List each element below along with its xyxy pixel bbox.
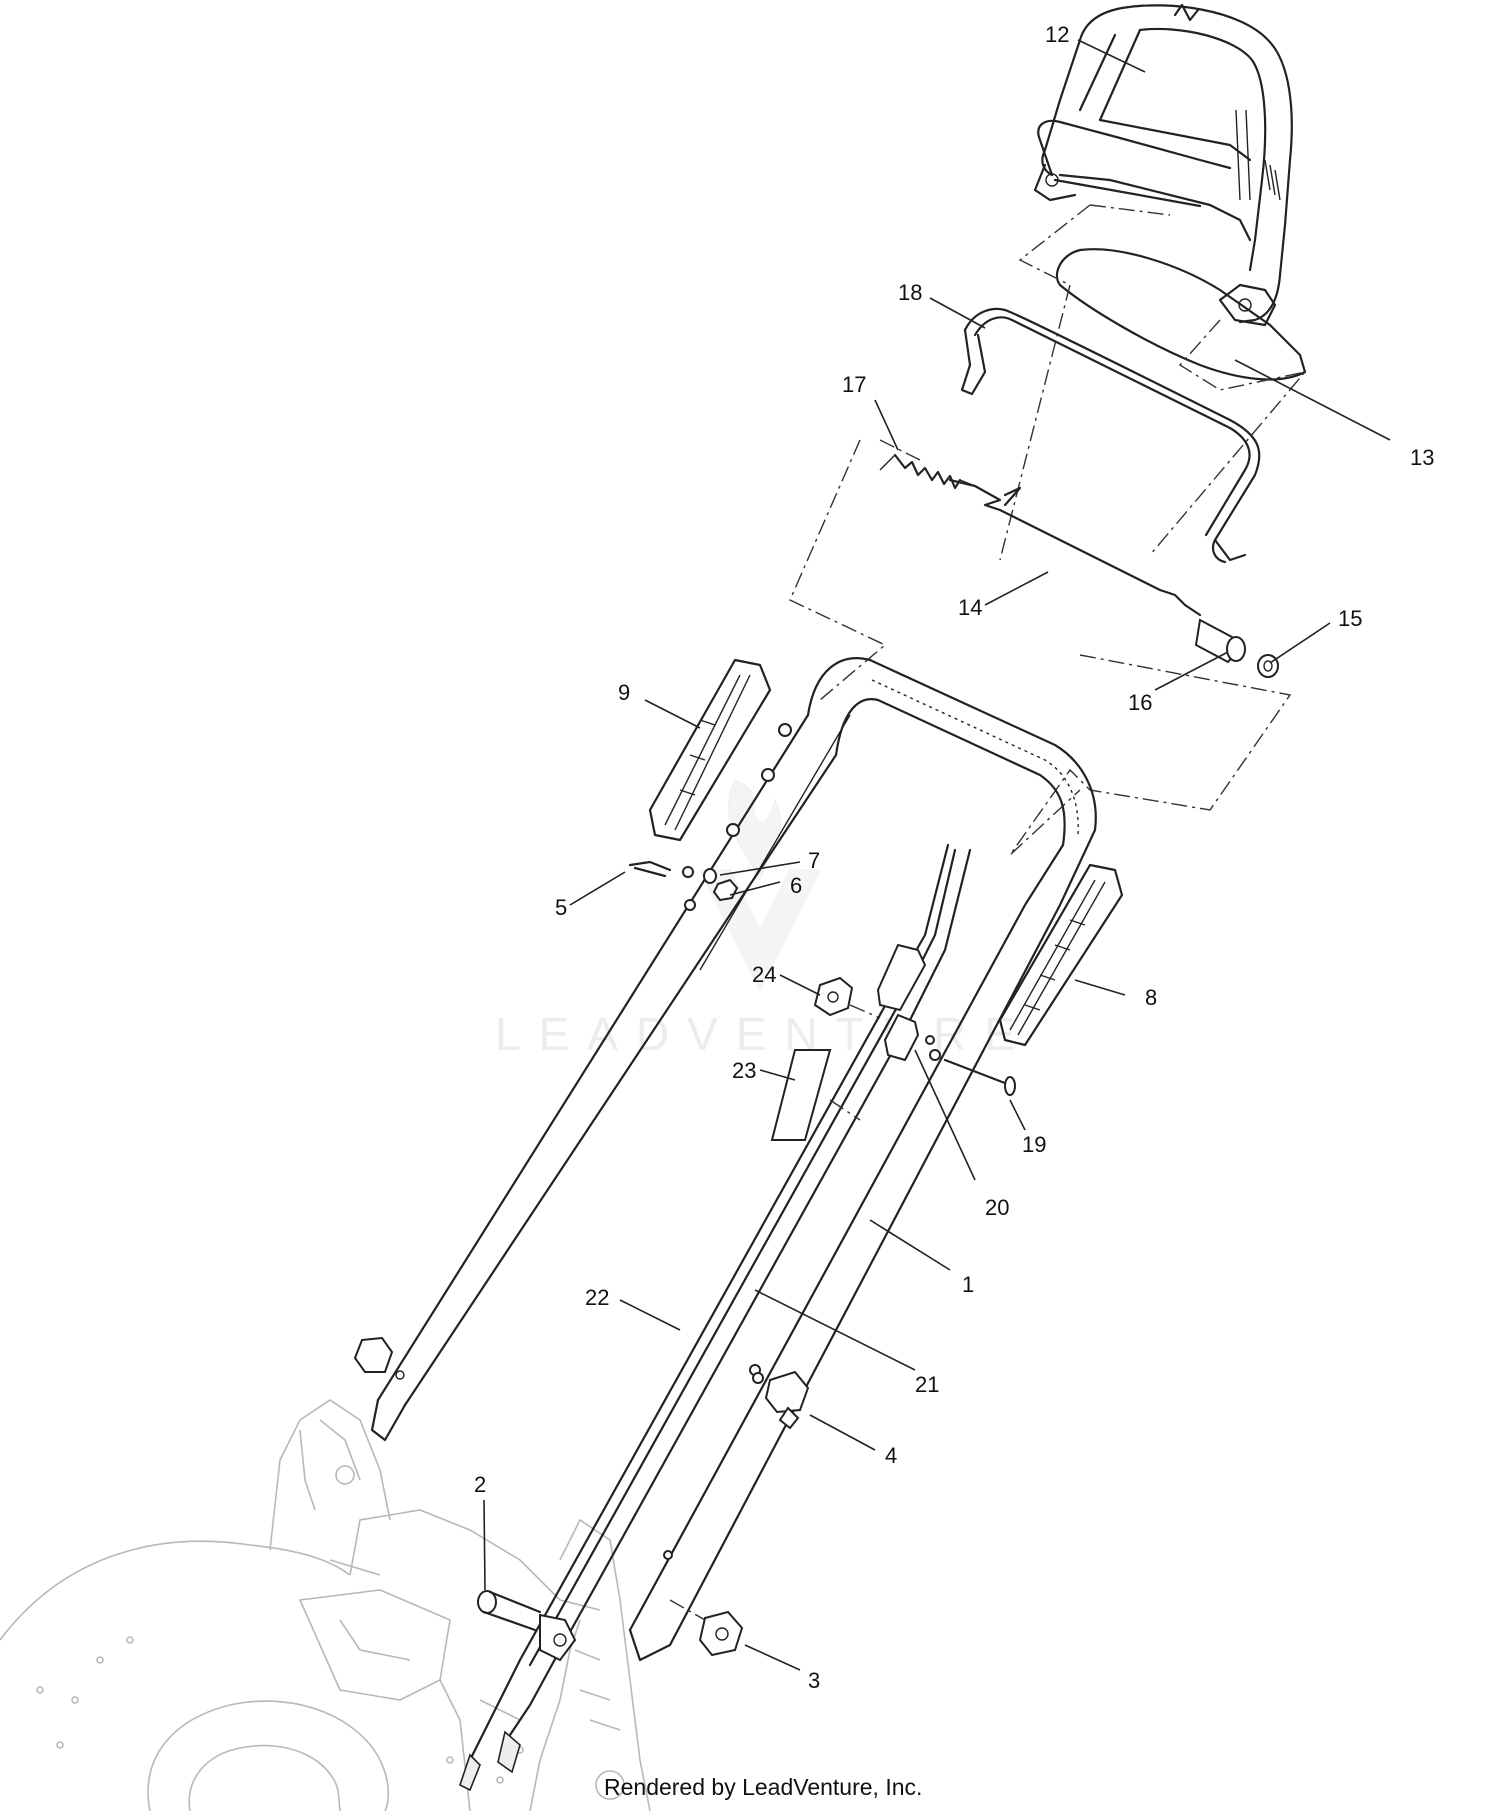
handle-frame-part-1 xyxy=(370,657,1097,1647)
side-panel-part-8 xyxy=(998,863,1124,1047)
bail-part-18 xyxy=(960,307,1261,564)
callout-5: 5 xyxy=(555,895,567,920)
callout-14: 14 xyxy=(958,595,982,620)
pad-part-23 xyxy=(770,1049,861,1141)
callout-3: 3 xyxy=(808,1668,820,1693)
watermark-text: LEADVENTURE xyxy=(495,1008,1033,1060)
callout-20: 20 xyxy=(985,1195,1009,1220)
handle-pad-part-13 xyxy=(1055,248,1307,381)
callout-2: 2 xyxy=(474,1472,486,1497)
callout-15: 15 xyxy=(1338,606,1362,631)
bolt-part-2 xyxy=(477,1590,577,1662)
cable-clamp xyxy=(876,943,927,1012)
footer-credit: Rendered by LeadVenture, Inc. xyxy=(604,1774,922,1800)
callout-23: 23 xyxy=(732,1058,756,1083)
cable-guide-part-20 xyxy=(883,1013,920,1062)
handle-knob-left xyxy=(353,1336,405,1380)
assembly-dashed-box-middle xyxy=(789,439,1292,856)
rod-part-14 xyxy=(948,478,1202,617)
upper-handle-part-12 xyxy=(1033,3,1293,327)
callout-4: 4 xyxy=(885,1443,897,1468)
callout-1: 1 xyxy=(962,1272,974,1297)
knob-part-24 xyxy=(813,976,881,1019)
mower-deck xyxy=(0,1399,651,1811)
callout-12: 12 xyxy=(1045,22,1069,47)
callout-13: 13 xyxy=(1410,445,1434,470)
cable-part-22 xyxy=(497,848,972,1774)
callout-17: 17 xyxy=(842,372,866,397)
cable-part-21 xyxy=(459,843,957,1792)
callout-24: 24 xyxy=(752,962,776,987)
pin-part-5 xyxy=(628,860,694,878)
bolt-part-19 xyxy=(929,1049,1016,1096)
callout-22: 22 xyxy=(585,1285,609,1310)
callout-8: 8 xyxy=(1145,985,1157,1010)
callout-7: 7 xyxy=(808,848,820,873)
washer-part-7 xyxy=(703,868,717,884)
callout-18: 18 xyxy=(898,280,922,305)
assembly-dashed-box-upper xyxy=(999,204,1307,561)
callout-21: 21 xyxy=(915,1372,939,1397)
callout-9: 9 xyxy=(618,680,630,705)
leader-lines xyxy=(483,39,1391,1671)
adjuster-part-4 xyxy=(752,1370,810,1430)
callout-labels: 12 18 17 13 14 15 16 9 7 6 5 24 8 23 19 … xyxy=(474,22,1434,1693)
side-panel-part-9 xyxy=(648,658,772,842)
callout-19: 19 xyxy=(1022,1132,1046,1157)
callout-16: 16 xyxy=(1128,690,1152,715)
knob-part-3 xyxy=(669,1599,744,1657)
callout-6: 6 xyxy=(790,873,802,898)
washer-part-15 xyxy=(1257,654,1279,678)
lower-tube xyxy=(628,1628,672,1662)
